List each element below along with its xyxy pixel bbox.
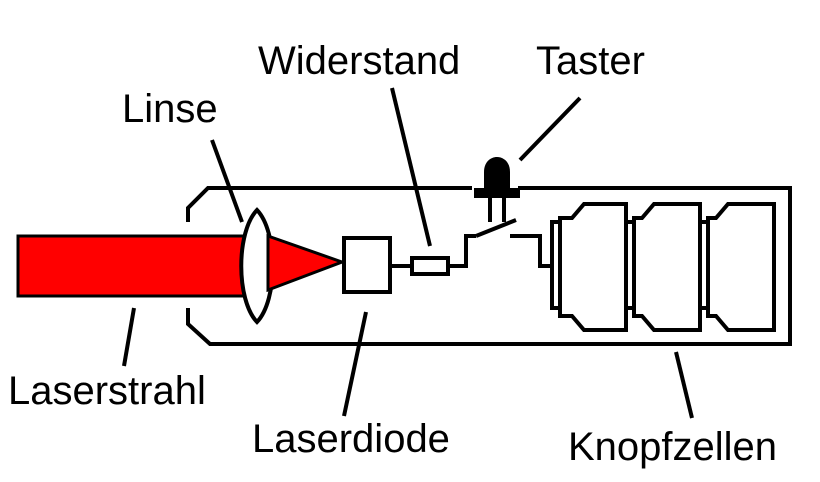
leader-taster [518, 96, 582, 162]
wire-resistor-switch [448, 234, 476, 268]
leader-laserstrahl [122, 307, 136, 367]
button-cell [558, 202, 628, 332]
button-cells [558, 202, 776, 332]
button-cell [706, 202, 776, 332]
leader-knopfzellen [674, 351, 694, 419]
label-laserstrahl: Laserstrahl [8, 369, 206, 413]
resistor [410, 256, 450, 276]
beam-cone [266, 233, 347, 293]
laser-diode [342, 236, 392, 294]
leader-widerstand [390, 87, 432, 247]
push-button-base [474, 188, 520, 198]
switch-contact [475, 218, 552, 268]
label-laserdiode: Laserdiode [252, 417, 450, 461]
push-button-cap [484, 157, 510, 188]
label-taster: Taster [536, 39, 645, 83]
label-widerstand: Widerstand [258, 39, 460, 83]
label-knopfzellen: Knopfzellen [568, 425, 777, 469]
laser-beam [16, 234, 252, 298]
leader-laserdiode [342, 311, 368, 417]
label-linse: Linse [122, 87, 218, 131]
housing-outline [186, 186, 792, 346]
button-cell [632, 202, 702, 332]
leader-linse [210, 139, 244, 223]
push-button-stem [488, 198, 506, 222]
